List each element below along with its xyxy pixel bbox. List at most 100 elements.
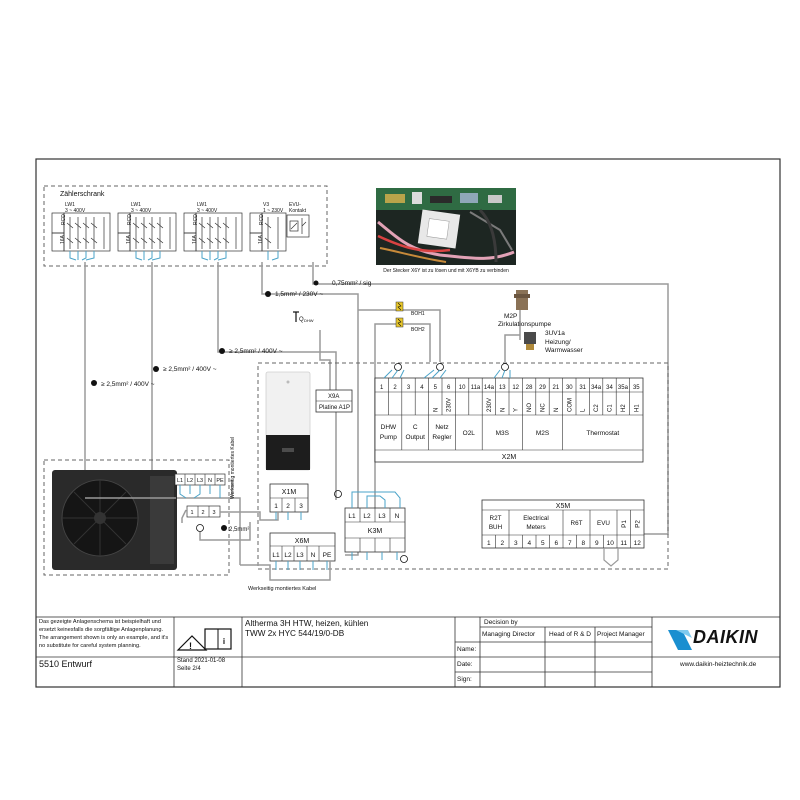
svg-text:N: N: [208, 478, 212, 484]
svg-text:LW1: LW1: [65, 202, 75, 208]
svg-text:!: !: [189, 641, 192, 651]
svg-text:DHW: DHW: [304, 318, 314, 323]
valve-3uv1a: 3UV1a Heizung/ Warmwasser: [524, 330, 584, 354]
x5m-terminal: 6: [554, 540, 558, 547]
cable-c2-label: ≥ 2,5mm² / 400V ~: [229, 348, 283, 355]
x5m-terminal: 12: [634, 540, 642, 547]
x2m-terminal: 35: [633, 385, 640, 391]
svg-text:V3: V3: [263, 202, 269, 208]
svg-text:L3: L3: [197, 478, 203, 484]
circulation-pump-m2p: M2P Zirkulationspumpe: [498, 290, 551, 328]
daikin-logo: [668, 630, 692, 650]
role-managing-director: Managing Director: [482, 631, 536, 638]
x2m-terminal: 12: [512, 385, 519, 391]
x2m-terminal: 28: [526, 385, 533, 391]
x2m-terminal-function: C1: [608, 404, 614, 412]
row-date: Date:: [457, 661, 473, 668]
x2m-terminal: 34: [606, 385, 613, 391]
decision-by-label: Decision by: [484, 619, 518, 626]
x2m-terminal: 35a: [618, 385, 629, 391]
title-block: [35, 616, 781, 688]
svg-text:X6M: X6M: [295, 538, 310, 545]
svg-text:16A: 16A: [192, 234, 198, 244]
website-url: www.daikin-heiztechnik.de: [680, 661, 757, 668]
x2m-group-label: C: [413, 424, 418, 431]
svg-text:L2: L2: [187, 478, 193, 484]
heater-boh1: BOH1: [395, 301, 425, 317]
svg-text:BOH2: BOH2: [411, 327, 425, 333]
x5m-group-label: P1: [621, 520, 628, 528]
svg-text:PE: PE: [216, 478, 224, 484]
svg-text:Heizung/: Heizung/: [545, 339, 571, 346]
x2m-terminal: 30: [566, 385, 573, 391]
x2m-group-label: Thermostat: [586, 430, 619, 437]
svg-text:2: 2: [286, 503, 290, 510]
svg-text:Zirkulationspumpe: Zirkulationspumpe: [498, 321, 551, 328]
x5m-terminal: 11: [620, 540, 627, 547]
svg-text:16A: 16A: [258, 234, 264, 244]
x5m-group-label: P2: [634, 520, 641, 528]
cable-c3-label: ≥ 2,5mm² / 400V ~: [163, 366, 217, 373]
cabinet-title: Zählerschrank: [60, 191, 105, 198]
x2m-terminal: 31: [579, 385, 586, 391]
x5m-terminal: 8: [581, 540, 585, 547]
outdoor-unit-photo: [52, 470, 177, 570]
x2m-terminal: 21: [553, 385, 560, 391]
x2m-terminal-function: NO: [527, 403, 533, 412]
k3m-terminal-block: L1 L2 L3 N K3M: [344, 507, 406, 553]
svg-text:LW1: LW1: [197, 202, 207, 208]
svg-text:N: N: [311, 552, 316, 559]
svg-text:3 ~ 400V: 3 ~ 400V: [197, 208, 218, 214]
disclaimer-en: The arrangement shown is only an example…: [39, 635, 169, 649]
x5m-terminal: 7: [568, 540, 572, 547]
x2m-terminal: 2: [393, 385, 397, 391]
heater-boh2: BOH2: [395, 317, 425, 333]
photo-caption: Der Stecker X6Y ist zu lösen und mit X6Y…: [383, 268, 509, 274]
qdhw-sensor: Q DHW: [293, 311, 314, 323]
document-id: 5510 Entwurf: [39, 659, 93, 669]
cable-labels: 0,75mm² / sig 1,5mm² / 230V ~ ≥ 2,5mm² /…: [91, 280, 372, 388]
x2m-terminal: 29: [539, 385, 546, 391]
svg-text:1: 1: [190, 510, 193, 516]
indoor-unit-photo: [265, 371, 311, 471]
meter-cabinet: Zählerschrank: [43, 185, 328, 267]
svg-text:L2: L2: [284, 552, 292, 559]
x2m-terminal: 6: [447, 385, 451, 391]
x2m-terminal-function: C2: [594, 404, 600, 412]
x2m-connectors: [394, 363, 509, 371]
x2m-terminal: 34a: [591, 385, 602, 391]
disclaimer-de: Das gezeigte Anlagenschema ist beispielh…: [39, 619, 164, 633]
pcb-photo: [376, 188, 516, 265]
x2m-terminal-function: H1: [634, 404, 640, 412]
x2m-group-label: Pump: [380, 434, 397, 441]
x5m-terminal: 2: [500, 540, 504, 547]
breaker-lw1-b: LW1 3 ~ 400V RCD 16A: [117, 202, 177, 261]
cable-small-label: 2,5mm²: [229, 527, 249, 533]
svg-text:X9A: X9A: [328, 394, 339, 400]
x2m-terminal-function: N: [500, 408, 506, 412]
x5m-terminal: 1: [487, 540, 491, 547]
x2m-terminal-function: 230V: [447, 398, 453, 412]
svg-text:L3: L3: [296, 552, 304, 559]
x9a-board: X9A Platine A1P: [315, 389, 353, 413]
svg-text:L1: L1: [177, 478, 183, 484]
svg-text:L1: L1: [272, 552, 280, 559]
svg-text:LW1: LW1: [131, 202, 141, 208]
x2m-group-label: M2S: [536, 430, 550, 437]
x5m-terminal: 4: [527, 540, 531, 547]
x2m-terminal: 10: [459, 385, 466, 391]
x2m-group-label: DHW: [381, 424, 397, 431]
cable-c4-label: ≥ 2,5mm² / 400V ~: [101, 381, 155, 388]
row-name: Name:: [457, 646, 477, 653]
outdoor-x1-strip: 1 2 3: [186, 505, 221, 518]
x2m-terminal-function: COM: [567, 398, 573, 412]
svg-text:Q: Q: [299, 317, 304, 323]
x2m-terminal-function: Y: [514, 408, 520, 412]
svg-text:X1M: X1M: [282, 489, 297, 496]
x2m-terminal-function: NC: [541, 403, 547, 412]
x2m-terminal: 11a: [471, 385, 481, 391]
date-stand: Stand 2021-01-08: [177, 658, 226, 664]
outdoor-unit-area: [43, 459, 230, 576]
